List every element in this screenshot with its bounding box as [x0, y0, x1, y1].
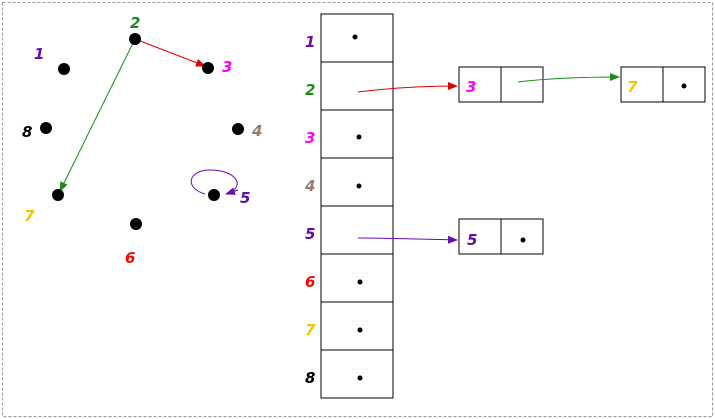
vertex-label-3: 3: [222, 58, 232, 76]
edge-5-5-self-loop: [190, 169, 238, 195]
list-node-5-next-cell: [500, 218, 544, 255]
null-pointer-dot-1: [352, 34, 358, 40]
graph-drawing: 1 2 3 4 5 6 7 8: [22, 14, 262, 267]
pointer-arrow-row5-to-node5: [357, 235, 458, 244]
array-cell-5: [320, 205, 394, 255]
row-label-1: 1: [305, 33, 315, 51]
row-label-6: 6: [305, 273, 315, 291]
null-pointer-dot-node5: [520, 237, 526, 243]
null-pointer-dot-3: [356, 134, 362, 140]
vertex-label-8: 8: [22, 123, 32, 141]
row-label-8: 8: [305, 369, 315, 387]
vertex-label-2: 2: [130, 14, 140, 32]
adjacency-list: 1 2 3 4 5 6 7 8 3 7 5: [304, 13, 706, 399]
vertex-1: [58, 63, 70, 75]
row-label-2: 2: [305, 81, 315, 99]
list-node-7-label: 7: [627, 78, 638, 96]
pointer-arrow-row2-to-node3: [357, 82, 458, 93]
self-loop-arrowhead: [225, 187, 239, 195]
vertex-5: [208, 189, 220, 201]
list-node-5-value-cell: [458, 218, 502, 255]
null-pointer-dot-4: [356, 183, 362, 189]
list-node-3-next-cell: [500, 66, 544, 103]
array-cell-3: [320, 109, 394, 159]
vertex-2: [129, 33, 141, 45]
list-node-3-label: 3: [466, 78, 476, 96]
list-node-7-value-cell: [620, 66, 664, 103]
null-pointer-dot-6: [357, 279, 363, 285]
list-node-3-value-cell: [458, 66, 502, 103]
array-cell-2: [320, 61, 394, 111]
array-cell-6: [320, 253, 394, 303]
vertex-6: [130, 218, 142, 230]
vertex-label-5: 5: [240, 189, 250, 207]
row-label-4: 4: [304, 177, 315, 195]
array-cell-7: [320, 301, 394, 351]
edge-2-3: [134, 38, 206, 67]
array-cell-8: [320, 349, 394, 399]
vertex-8: [40, 122, 52, 134]
pointer-arrow-node3-to-node7: [517, 73, 620, 83]
vertex-label-6: 6: [125, 249, 135, 267]
row-label-7: 7: [305, 321, 316, 339]
row-label-3: 3: [305, 129, 315, 147]
vertex-7: [52, 189, 64, 201]
list-node-5-label: 5: [467, 231, 477, 249]
null-pointer-dot-node7: [681, 83, 687, 89]
edge-2-7: [59, 38, 136, 192]
array-cell-4: [320, 157, 394, 207]
null-pointer-dot-7: [357, 327, 363, 333]
row-label-5: 5: [305, 225, 315, 243]
vertex-label-1: 1: [34, 45, 44, 63]
vertex-label-4: 4: [251, 122, 262, 140]
vertex-label-7: 7: [24, 207, 35, 225]
null-pointer-dot-8: [357, 375, 363, 381]
vertex-3: [202, 62, 214, 74]
vertex-4: [232, 123, 244, 135]
